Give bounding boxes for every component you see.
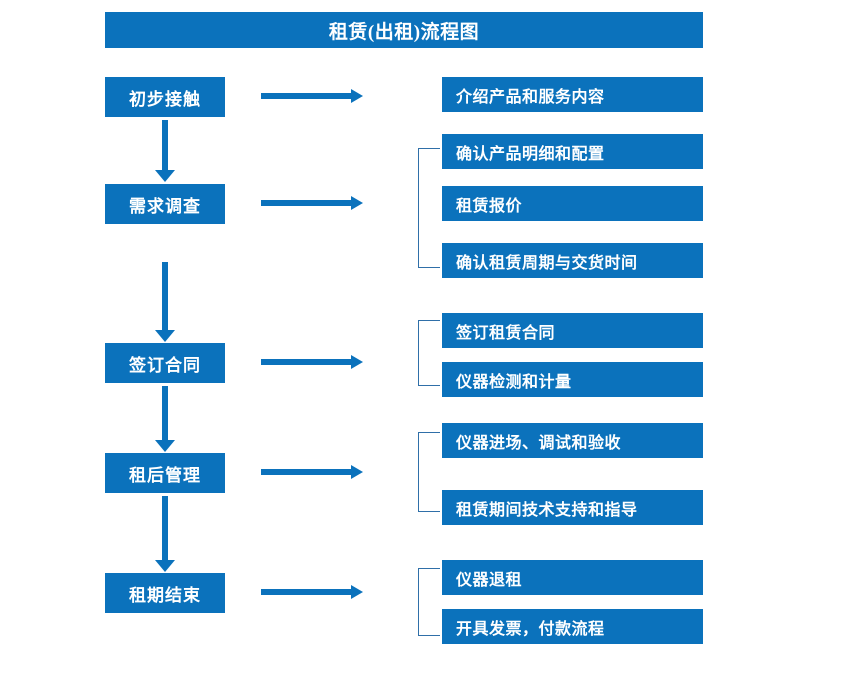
stage-box-initial-contact[interactable]: 初步接触 [105,77,225,117]
detail-box-sign-lease-contract[interactable]: 签订租赁合同 [442,313,703,348]
stage-to-stage-arrow-3 [155,386,175,452]
stage-to-stage-arrow-2 [155,262,175,342]
detail-box-onsite-commissioning[interactable]: 仪器进场、调试和验收 [442,423,703,458]
stage-to-detail-arrow-1 [261,87,363,105]
stage-to-detail-arrow-2 [261,194,363,212]
stage-box-post-lease-mgmt[interactable]: 租后管理 [105,453,225,493]
arrow-head [155,560,175,572]
arrow-shaft [162,496,168,560]
detail-box-introduce-products[interactable]: 介绍产品和服务内容 [442,77,703,112]
arrow-shaft [261,589,353,595]
stage-to-stage-arrow-1 [155,120,175,182]
arrow-shaft [261,93,353,99]
detail-box-technical-support[interactable]: 租赁期间技术支持和指导 [442,490,703,525]
stage-to-detail-arrow-4 [261,463,363,481]
stage-to-detail-arrow-3 [261,353,363,371]
arrow-head [155,330,175,342]
stage-to-detail-arrow-5 [261,583,363,601]
arrow-shaft [261,359,353,365]
page-title: 租赁(出租)流程图 [105,12,703,48]
arrow-shaft [162,120,168,170]
arrow-shaft [261,200,353,206]
detail-box-invoice-payment[interactable]: 开具发票，付款流程 [442,609,703,644]
detail-box-confirm-spec-config[interactable]: 确认产品明细和配置 [442,134,703,169]
stage-box-lease-end[interactable]: 租期结束 [105,573,225,613]
arrow-shaft [162,386,168,440]
arrow-head [351,355,363,369]
detail-box-lease-quotation[interactable]: 租赁报价 [442,186,703,221]
arrow-shaft [162,262,168,330]
detail-group-bracket-5 [418,568,440,636]
detail-group-bracket-2 [418,148,440,268]
arrow-head [351,89,363,103]
stage-box-sign-contract[interactable]: 签订合同 [105,343,225,383]
stage-to-stage-arrow-4 [155,496,175,572]
detail-group-bracket-4 [418,432,440,512]
arrow-head [155,440,175,452]
arrow-head [155,170,175,182]
arrow-head [351,465,363,479]
detail-group-bracket-3 [418,320,440,386]
arrow-shaft [261,469,353,475]
arrow-head [351,196,363,210]
detail-box-instrument-return[interactable]: 仪器退租 [442,560,703,595]
stage-box-demand-survey[interactable]: 需求调查 [105,184,225,224]
detail-box-instrument-inspection[interactable]: 仪器检测和计量 [442,362,703,397]
arrow-head [351,585,363,599]
detail-box-confirm-term-delivery[interactable]: 确认租赁周期与交货时间 [442,243,703,278]
